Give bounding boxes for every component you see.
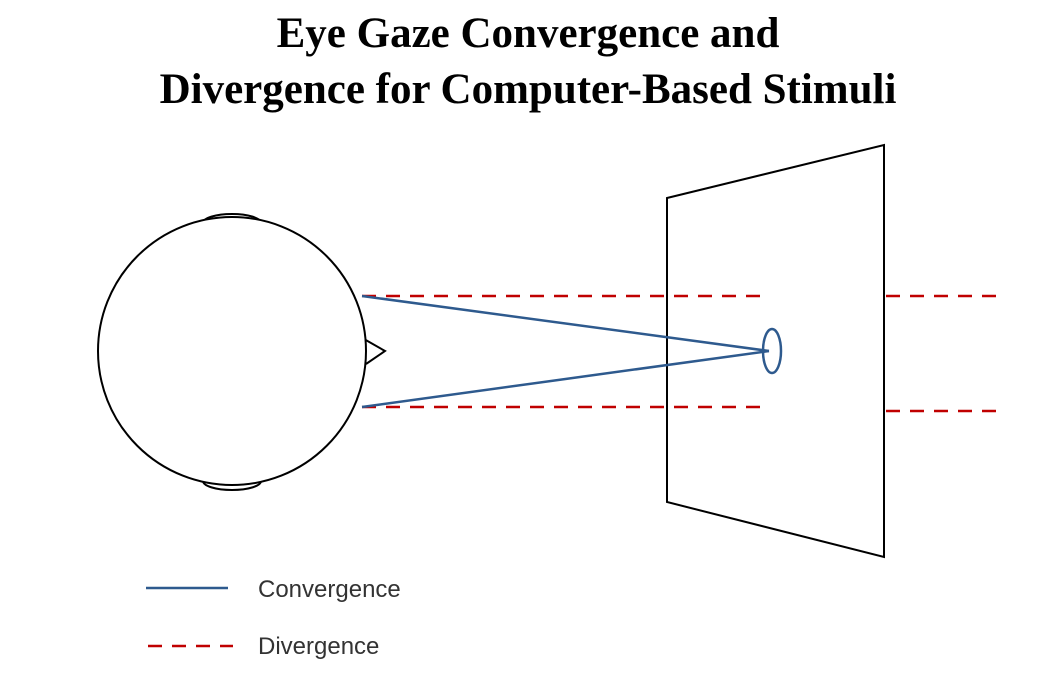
screen bbox=[666, 143, 885, 559]
convergence-line-upper bbox=[361, 294, 770, 353]
head bbox=[97, 213, 387, 491]
convergence-lines bbox=[361, 294, 770, 409]
legend-divergence-label: Divergence bbox=[258, 633, 379, 660]
nose bbox=[363, 338, 387, 365]
convergence-line-lower bbox=[361, 349, 770, 409]
head-outline bbox=[97, 216, 367, 486]
divergence-lines bbox=[362, 294, 1000, 413]
legend-convergence-label: Convergence bbox=[258, 576, 401, 603]
fixation-target bbox=[761, 327, 783, 375]
diagram-title: Eye Gaze Convergence and Divergence for … bbox=[0, 6, 1056, 118]
title-line-1: Eye Gaze Convergence and bbox=[276, 10, 780, 57]
legend: Convergence Divergence bbox=[146, 576, 401, 660]
title-line-2: Divergence for Computer-Based Stimuli bbox=[159, 66, 897, 113]
